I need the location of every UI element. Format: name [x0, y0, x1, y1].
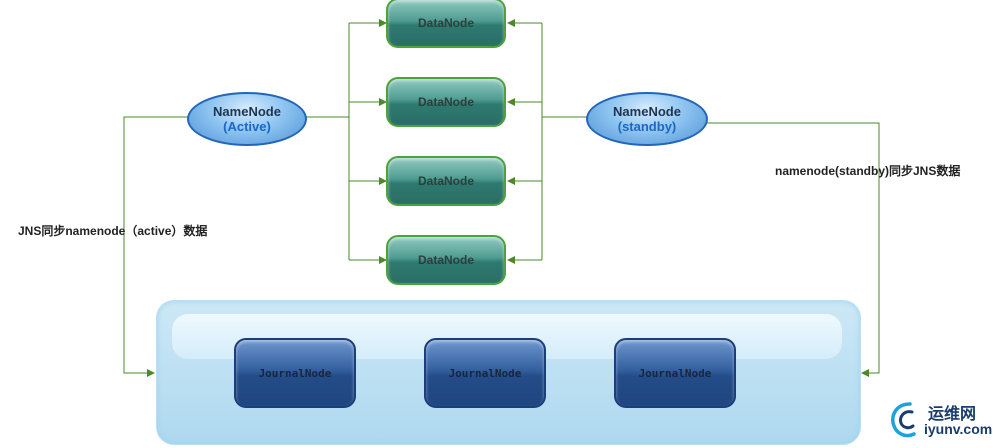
journalnode-3-label: JournalNode: [638, 366, 712, 380]
journalnode-1[interactable]: JournalNode: [234, 338, 356, 408]
datanode-4[interactable]: DataNode: [386, 235, 506, 285]
journalnode-2-label: JournalNode: [448, 366, 522, 380]
datanode-1[interactable]: DataNode: [386, 0, 506, 48]
watermark-url: iyunv.com: [924, 421, 993, 437]
datanode-3-label: DataNode: [417, 174, 474, 188]
journalnode-1-label: JournalNode: [258, 366, 332, 380]
namenode-active-state: (Active): [223, 119, 271, 134]
caption-right: namenode(standby)同步JNS数据: [775, 164, 961, 178]
datanode-1-label: DataNode: [417, 16, 474, 30]
journalnode-3[interactable]: JournalNode: [614, 338, 736, 408]
active-to-journal-arrow: [123, 116, 188, 377]
journalnode-2[interactable]: JournalNode: [424, 338, 546, 408]
standby-to-journal-arrow: [707, 122, 880, 377]
datanode-3[interactable]: DataNode: [386, 156, 506, 206]
namenode-standby[interactable]: NameNode (standby): [586, 92, 708, 146]
caption-left: JNS同步namenode（active）数据: [18, 224, 208, 238]
swirl-icon: [891, 402, 916, 438]
namenode-active[interactable]: NameNode (Active): [187, 92, 307, 146]
datanode-4-label: DataNode: [417, 253, 474, 267]
namenode-active-name: NameNode: [213, 104, 281, 119]
datanode-2[interactable]: DataNode: [386, 77, 506, 127]
watermark-logo: 运维网 iyunv.com: [888, 398, 992, 442]
namenode-standby-state: (standby): [617, 119, 677, 134]
namenode-standby-name: NameNode: [613, 104, 681, 119]
datanode-2-label: DataNode: [417, 95, 474, 109]
watermark-name: 运维网: [928, 404, 977, 423]
